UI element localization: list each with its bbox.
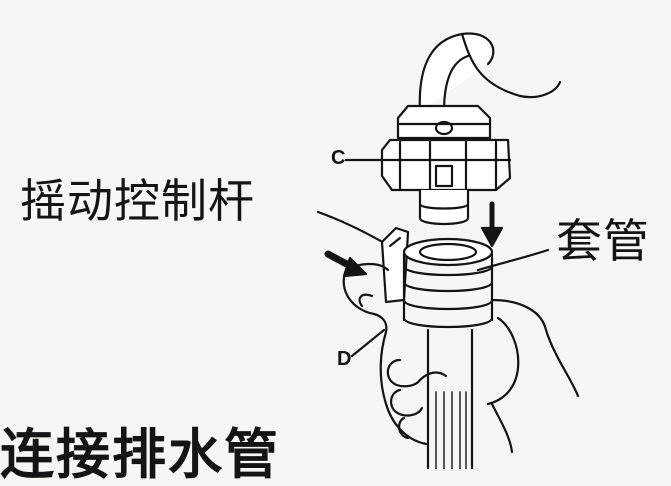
- drain-hose-illustration: [316, 32, 580, 469]
- part-c-label: C: [331, 147, 346, 169]
- bottom-caption: 连接排水管: [0, 423, 280, 486]
- drain-hose: [426, 328, 474, 469]
- leader-line-sleeve: [476, 248, 550, 272]
- sleeve-fitting: [380, 226, 494, 329]
- down-arrow-icon: [480, 201, 504, 248]
- leader-line-lever: [316, 210, 388, 246]
- sleeve-label: 套管: [556, 214, 650, 268]
- part-d-label: D: [337, 348, 352, 370]
- hand: [342, 262, 580, 454]
- lever-label: 摇动控制杆: [20, 174, 255, 228]
- leader-line-d: [350, 328, 386, 358]
- coupling-nut-c: [380, 104, 512, 226]
- upper-hose: [418, 32, 562, 114]
- diagram: 摇动控制杆 套管 C D 连接排水管: [0, 32, 650, 482]
